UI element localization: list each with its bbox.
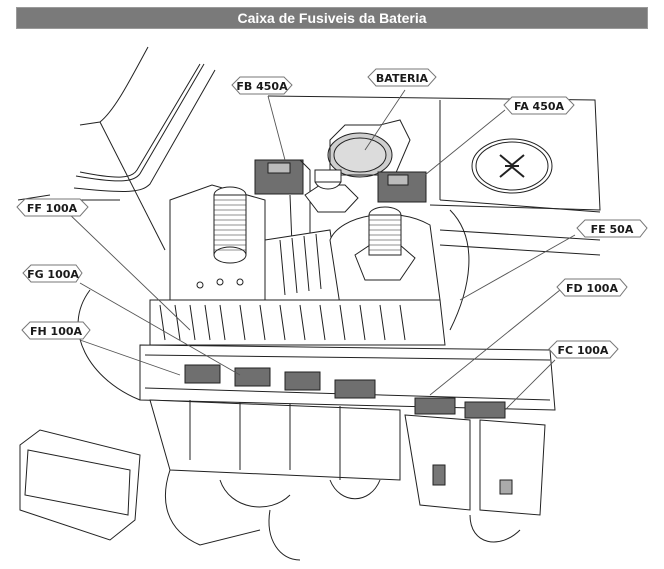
leader-fc	[504, 359, 556, 411]
lower-housings	[149, 399, 546, 516]
page-title: Caixa de Fusiveis da Bateria	[16, 7, 648, 29]
label-fb: FB 450A	[231, 76, 293, 95]
wire-harness	[77, 209, 521, 561]
leader-fg	[79, 282, 241, 376]
svg-text:FA 450A: FA 450A	[514, 100, 565, 113]
leader-fb	[267, 95, 286, 161]
svg-text:FB 450A: FB 450A	[236, 80, 288, 93]
label-fc: FC 100A	[548, 340, 619, 359]
svg-text:FE 50A: FE 50A	[591, 223, 634, 236]
leader-fa	[424, 109, 506, 176]
leader-bateria	[364, 89, 406, 151]
right-bolt	[329, 206, 441, 306]
hood-outline	[17, 46, 216, 251]
leader-fd	[429, 289, 561, 396]
leader-fe	[459, 234, 576, 301]
label-fd: FD 100A	[556, 278, 628, 297]
center-bolt	[304, 169, 359, 213]
label-ff: FF 100A	[16, 198, 89, 217]
left-connector	[19, 429, 141, 541]
label-fg: FG 100A	[22, 264, 83, 283]
svg-text:FG 100A: FG 100A	[27, 268, 79, 281]
label-fe: FE 50A	[576, 219, 648, 238]
fuse-fb	[254, 159, 311, 246]
fuse-row	[184, 364, 506, 419]
leader-fh	[79, 339, 181, 376]
svg-text:FC 100A: FC 100A	[558, 344, 609, 357]
left-bolt	[169, 184, 266, 306]
leader-ff	[64, 209, 191, 331]
fuse-fa	[377, 171, 427, 203]
fuse-box-body	[139, 299, 556, 411]
battery	[267, 95, 601, 256]
label-bateria: BATERIA	[367, 68, 437, 87]
heat-sink	[264, 229, 341, 306]
svg-text:FF 100A: FF 100A	[27, 202, 78, 215]
label-fa: FA 450A	[503, 96, 575, 115]
svg-text:FH 100A: FH 100A	[30, 325, 83, 338]
callout-labels: FB 450A BATERIA FA 450A FF 100A FE 50A F…	[16, 68, 648, 359]
svg-text:FD 100A: FD 100A	[566, 282, 618, 295]
leader-lines	[64, 89, 576, 411]
label-fh: FH 100A	[21, 321, 91, 340]
svg-text:BATERIA: BATERIA	[376, 72, 429, 85]
bateria-cap	[327, 119, 411, 178]
